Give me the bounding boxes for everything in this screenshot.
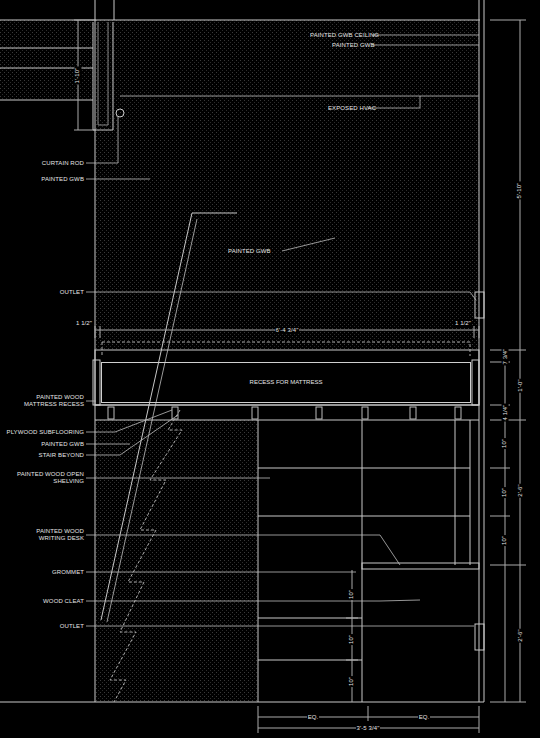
callout-label: GROMMET (52, 569, 84, 576)
dimension-text: 1 1/2" (454, 320, 472, 327)
dimension-text: 4 1/4" (501, 403, 508, 421)
callout-label: OUTLET (60, 289, 84, 296)
dimension-text: 10" (348, 633, 355, 644)
dimension-text: 5'-10" (516, 181, 523, 199)
callout-label: EXPOSED HVAC (328, 105, 376, 112)
callout-label: OUTLET (60, 623, 84, 630)
callout-label: PAINTED GWB (41, 176, 84, 183)
dimension-text: 10" (348, 675, 355, 686)
callout-label: WOOD CLEAT (43, 598, 84, 605)
dimension-text: 10" (348, 588, 355, 599)
dimension-text: 6'-4 3/4" (275, 327, 300, 334)
callout-label: PAINTED GWB (332, 42, 375, 49)
dimension-text: 2'-6" (516, 483, 523, 497)
callout-label: PAINTED WOOD OPEN SHELVING (10, 471, 84, 485)
callout-label: STAIR BEYOND (39, 452, 84, 459)
callout-label: CURTAIN ROD (42, 160, 84, 167)
dimension-text: EQ. (418, 714, 431, 721)
dimension-text: 2'-6" (516, 628, 523, 642)
dimension-text: 10" (501, 437, 508, 448)
dimension-text: 1 1/2" (75, 320, 93, 327)
box-label: RECESS FOR MATTRESS (250, 379, 323, 386)
mattress-recess-box: RECESS FOR MATTRESS (101, 362, 471, 403)
dimension-text: 3'-5 3/4" (356, 725, 381, 732)
callout-label: PAINTED GWB (228, 248, 271, 255)
dimension-text: EQ. (307, 714, 320, 721)
dimension-text: 10" (501, 486, 508, 497)
callout-label: PAINTED WOOD WRITING DESK (10, 528, 84, 542)
callout-label: PAINTED GWB (41, 441, 84, 448)
dimension-text: 1'-10" (74, 66, 81, 84)
callout-label: PAINTED WOOD MATTRESS RECESS (10, 394, 84, 408)
callout-label: PAINTED GWB CEILING (310, 32, 379, 39)
dimension-text: 10" (501, 534, 508, 545)
callout-label: PLYWOOD SUBFLOORING (7, 429, 84, 436)
dimension-text: 1'-0" (516, 378, 523, 392)
dimension-text: 7 3/4" (501, 347, 508, 365)
